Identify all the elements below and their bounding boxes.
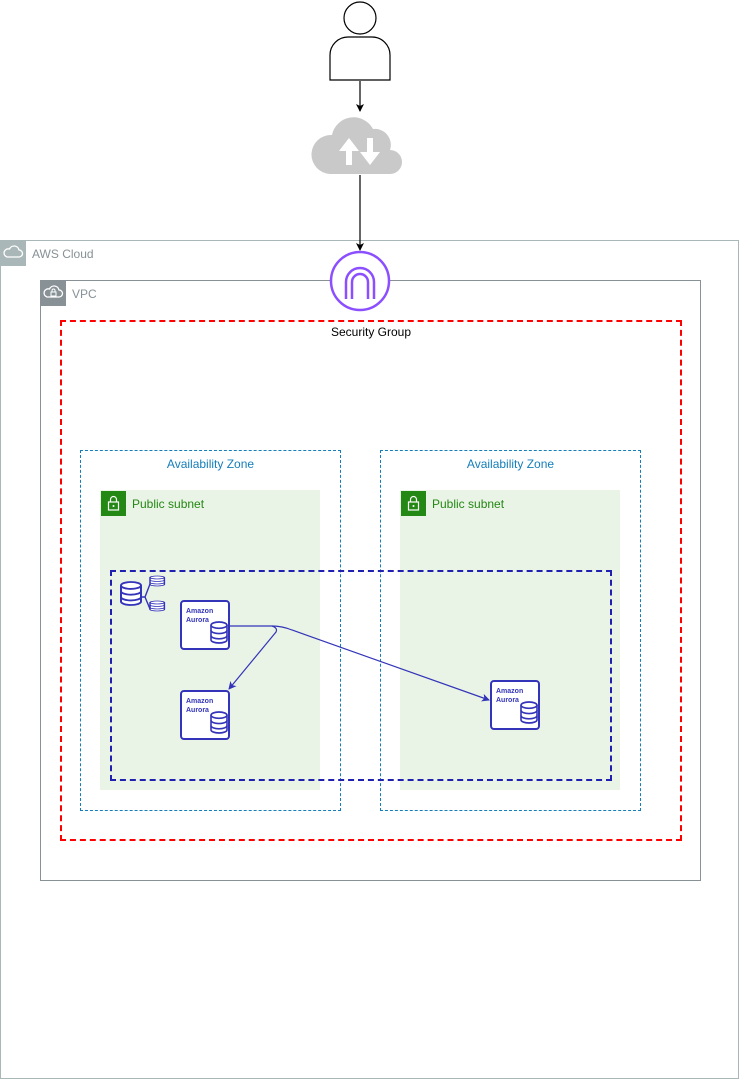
vpc-cloud-lock-icon	[40, 280, 66, 306]
user-icon	[329, 1, 391, 81]
aurora-cluster-icon	[120, 575, 166, 612]
aurora-instance-1-line1: Amazon	[186, 608, 213, 615]
aurora-cluster-boundary	[110, 570, 612, 781]
lock-icon	[101, 491, 126, 516]
aurora-instance-icon: Amazon Aurora	[490, 680, 540, 730]
aurora-instance-icon: Amazon Aurora	[180, 690, 230, 740]
aws-cloud-label: AWS Cloud	[32, 247, 94, 261]
availability-zone-1	[80, 450, 341, 811]
vpc-label: VPC	[72, 287, 97, 301]
availability-zone-1-label: Availability Zone	[166, 457, 255, 471]
lock-icon	[401, 491, 426, 516]
aurora-instance-2-line1: Amazon	[186, 698, 213, 705]
replication-connector-az1	[228, 625, 278, 690]
security-group-label: Security Group	[330, 325, 412, 339]
aurora-instance-1-line2: Aurora	[186, 617, 209, 624]
aurora-instance-icon: Amazon Aurora	[180, 600, 230, 650]
security-group	[60, 320, 682, 841]
aurora-instance-3-line2: Aurora	[496, 697, 519, 704]
aurora-instance-3-line1: Amazon	[496, 688, 523, 695]
internet-gateway-icon	[329, 250, 391, 312]
aurora-instance-2-line2: Aurora	[186, 707, 209, 714]
replication-connector-az2	[271, 625, 490, 702]
availability-zone-2	[380, 450, 641, 811]
public-subnet-2-label: Public subnet	[432, 497, 505, 511]
aws-cloud-icon	[0, 240, 26, 266]
aws-cloud-group	[0, 240, 739, 1079]
public-subnet-2	[400, 490, 620, 790]
public-subnet-1-label: Public subnet	[132, 497, 205, 511]
availability-zone-2-label: Availability Zone	[466, 457, 555, 471]
internet-cloud-icon	[311, 117, 402, 174]
